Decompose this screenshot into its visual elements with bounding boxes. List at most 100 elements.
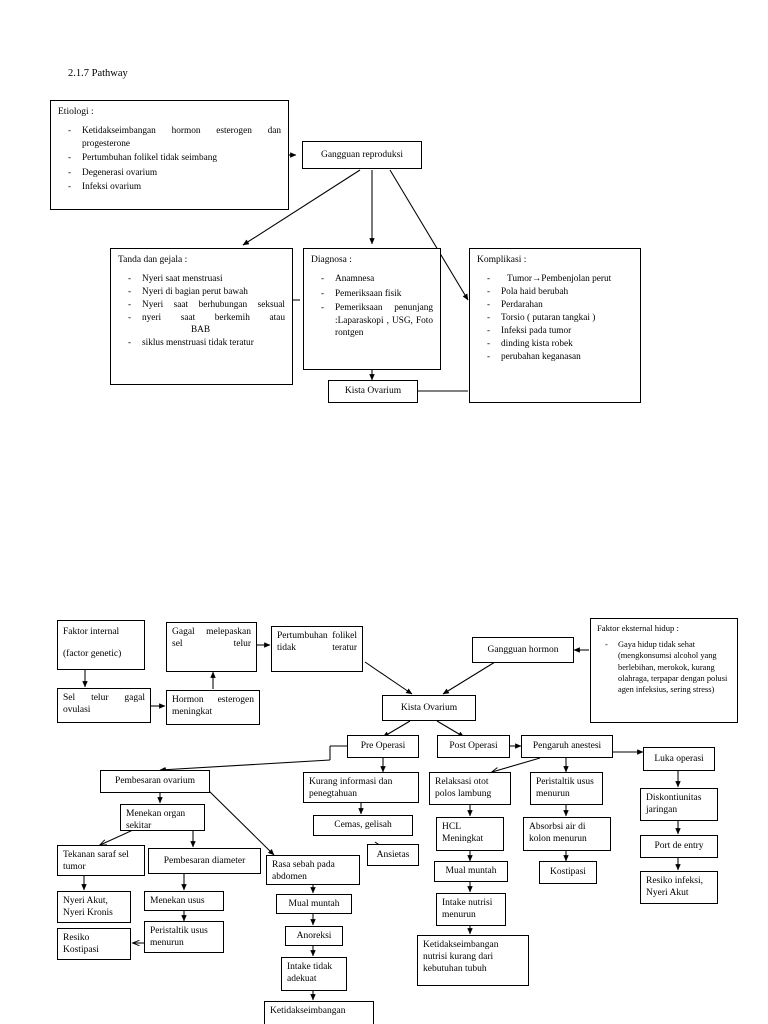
komplikasi-heading: Komplikasi : bbox=[477, 255, 527, 265]
list-item: Anamnesa bbox=[321, 273, 433, 286]
list-item: siklus menstruasi tidak teratur bbox=[128, 337, 285, 350]
diagnosa-heading: Diagnosa : bbox=[311, 255, 352, 265]
node-etiologi: Etiologi : Ketidakseimbangan hormon este… bbox=[50, 100, 289, 210]
node-port-de-entry: Port de entry bbox=[640, 835, 718, 858]
node-cemas-gelisah: Cemas, gelisah bbox=[313, 815, 413, 836]
node-diskontiunitas-jaringan: Diskontiunitas jaringan bbox=[640, 788, 718, 821]
list-item: nyeri saat berkemih atau BAB bbox=[128, 312, 285, 337]
node-mual-muntah-kanan: Mual muntah bbox=[434, 861, 508, 882]
node-hcl-meningkat: HCL Meningkat bbox=[436, 817, 504, 851]
list-item: perubahan keganasan bbox=[487, 351, 633, 364]
node-pertumbuhan-folikel-tidak-teratur: Pertumbuhan folikel tidak teratur bbox=[271, 626, 363, 672]
list-item: Tumor→Pembenjolan perut bbox=[487, 273, 633, 286]
list-item: Nyeri saat menstruasi bbox=[128, 273, 285, 286]
list-item: Gaya hidup tidak sehat (mengkonsumsi alc… bbox=[605, 639, 730, 696]
node-label: Intake nutrisi menurun bbox=[442, 898, 493, 921]
tanda-gejala-heading: Tanda dan gejala : bbox=[118, 255, 188, 265]
node-absorbsi-air-di-kolon-menurun: Absorbsi air di kolon menurun bbox=[523, 817, 611, 851]
node-nyeri-akut-kronis: Nyeri Akut, Nyeri Kronis bbox=[57, 891, 131, 923]
node-post-operasi: Post Operasi bbox=[437, 735, 510, 758]
etiologi-heading: Etiologi : bbox=[58, 107, 94, 117]
node-ketidakseimbangan-nutrisi: Ketidakseimbangan nutrisi kurang dari ke… bbox=[417, 935, 529, 986]
node-intake-nutrisi-menurun: Intake nutrisi menurun bbox=[436, 893, 506, 926]
list-item: Pemeriksaan penunjang :Laparaskopi , USG… bbox=[321, 302, 433, 339]
node-label: Peristaltik usus menurun bbox=[536, 777, 594, 800]
node-label: Menekan organ sekitar bbox=[126, 809, 186, 832]
node-label: Resiko Kostipasi bbox=[63, 933, 99, 956]
node-label: HCL Meningkat bbox=[442, 822, 484, 845]
node-menekan-usus: Menekan usus bbox=[144, 891, 224, 911]
faktor-internal-line2: (factor genetic) bbox=[63, 649, 122, 660]
node-gagal-melepaskan-sel-telur: Gagal melepaskan sel telur bbox=[166, 622, 257, 672]
node-ansietas: Ansietas bbox=[367, 844, 419, 866]
node-faktor-eksternal-hidup: Faktor eksternal hidup : Gaya hidup tida… bbox=[590, 618, 738, 723]
node-label: Relaksasi otot polos lambung bbox=[435, 777, 492, 800]
node-label: Pertumbuhan folikel tidak teratur bbox=[277, 631, 357, 654]
node-label: Intake tidak adekuat bbox=[287, 962, 333, 985]
list-item: Pemeriksaan fisik bbox=[321, 288, 433, 301]
node-kista-ovarium-lower: Kista Ovarium bbox=[382, 695, 476, 721]
node-label: Diskontiunitas jaringan bbox=[646, 793, 702, 816]
node-label: Nyeri Akut, Nyeri Kronis bbox=[63, 896, 113, 919]
faktor-internal-line1: Faktor internal bbox=[63, 627, 120, 637]
node-label: Resiko infeksi, Nyeri Akut bbox=[646, 876, 703, 899]
node-label: Ketidakseimbangan nutrisi kurang dari ke… bbox=[423, 940, 499, 975]
list-item: Ketidakseimbangan hormon esterogen dan p… bbox=[68, 125, 281, 150]
list-item: Degenerasi ovarium bbox=[68, 167, 281, 180]
node-menekan-organ-sekitar: Menekan organ sekitar bbox=[120, 804, 205, 831]
node-label: Menekan usus bbox=[150, 896, 205, 906]
list-item: Torsio ( putaran tangkai ) bbox=[487, 312, 633, 325]
node-pembesaran-diameter: Pembesaran diameter bbox=[148, 848, 261, 874]
node-pengaruh-anestesi: Pengaruh anestesi bbox=[521, 735, 613, 758]
node-sel-telur-gagal-ovulasi: Sel telur gagal ovulasi bbox=[57, 688, 151, 723]
node-label: Kurang informasi dan penegtahuan bbox=[309, 777, 393, 800]
komplikasi-list: Tumor→Pembenjolan perut Pola haid beruba… bbox=[475, 273, 635, 364]
node-luka-operasi: Luka operasi bbox=[643, 747, 715, 771]
node-label: Rasa sebah pada abdomen bbox=[272, 860, 335, 883]
node-label: Peristaltik usus menurun bbox=[150, 926, 208, 949]
node-label: Ketidakseimbangan bbox=[270, 1006, 346, 1016]
node-label: Tekanan saraf sel tumor bbox=[63, 850, 129, 873]
node-pembesaran-ovarium: Pembesaran ovarium bbox=[100, 770, 210, 793]
node-anoreksi: Anoreksi bbox=[285, 926, 343, 946]
node-gangguan-reproduksi: Gangguan reproduksi bbox=[302, 141, 422, 169]
list-item: Infeksi ovarium bbox=[68, 181, 281, 194]
list-item: Pola haid berubah bbox=[487, 286, 633, 299]
node-faktor-internal: Faktor internal (factor genetic) bbox=[57, 620, 145, 670]
list-item: Nyeri di bagian perut bawah bbox=[128, 286, 285, 299]
node-resiko-infeksi-nyeri-akut: Resiko infeksi, Nyeri Akut bbox=[640, 871, 718, 904]
node-komplikasi: Komplikasi : Tumor→Pembenjolan perut Pol… bbox=[469, 248, 641, 403]
list-item-line2: BAB bbox=[190, 325, 211, 336]
node-pre-operasi: Pre Operasi bbox=[347, 735, 419, 758]
faktor-eksternal-list: Gaya hidup tidak sehat (mengkonsumsi alc… bbox=[596, 639, 732, 696]
node-diagnosa: Diagnosa : Anamnesa Pemeriksaan fisik Pe… bbox=[303, 248, 441, 370]
node-intake-tidak-adekuat: Intake tidak adekuat bbox=[281, 957, 347, 991]
list-item: Nyeri saat berhubungan seksual bbox=[128, 299, 285, 312]
tanda-gejala-list: Nyeri saat menstruasi Nyeri di bagian pe… bbox=[116, 273, 287, 350]
node-tanda-dan-gejala: Tanda dan gejala : Nyeri saat menstruasi… bbox=[110, 248, 293, 385]
list-item: Pertumbuhan folikel tidak seimbang bbox=[68, 152, 281, 165]
list-item: Infeksi pada tumor bbox=[487, 325, 633, 338]
section-title: 2.1.7 Pathway bbox=[68, 68, 128, 79]
node-kostipasi: Kostipasi bbox=[539, 861, 597, 884]
node-peristaltik-usus-menurun-kanan: Peristaltik usus menurun bbox=[530, 772, 603, 805]
node-resiko-kostipasi: Resiko Kostipasi bbox=[57, 928, 131, 960]
node-rasa-sebah-pada-abdomen: Rasa sebah pada abdomen bbox=[266, 855, 360, 885]
node-label: Sel telur gagal ovulasi bbox=[63, 693, 145, 716]
list-item: dinding kista robek bbox=[487, 338, 633, 351]
node-label: Absorbsi air di kolon menurun bbox=[529, 822, 587, 845]
node-ketidakseimbangan-bawah: Ketidakseimbangan bbox=[264, 1001, 374, 1024]
diagnosa-list: Anamnesa Pemeriksaan fisik Pemeriksaan p… bbox=[309, 273, 435, 339]
node-peristaltik-usus-menurun-kiri: Peristaltik usus menurun bbox=[144, 921, 224, 953]
node-hormon-esterogen-meningkat: Hormon esterogen meningkat bbox=[166, 690, 260, 725]
faktor-eksternal-heading: Faktor eksternal hidup : bbox=[597, 623, 679, 633]
list-item: Perdarahan bbox=[487, 299, 633, 312]
node-label: Gagal melepaskan sel telur bbox=[172, 627, 251, 650]
node-kista-ovarium-upper: Kista Ovarium bbox=[328, 380, 418, 403]
etiologi-list: Ketidakseimbangan hormon esterogen dan p… bbox=[56, 125, 283, 194]
node-tekanan-saraf-sel-tumor: Tekanan saraf sel tumor bbox=[57, 845, 145, 876]
node-label: Hormon esterogen meningkat bbox=[172, 695, 254, 718]
node-relaksasi-otot-polos-lambung: Relaksasi otot polos lambung bbox=[429, 772, 511, 805]
list-item-line1: nyeri saat berkemih atau bbox=[142, 313, 285, 324]
